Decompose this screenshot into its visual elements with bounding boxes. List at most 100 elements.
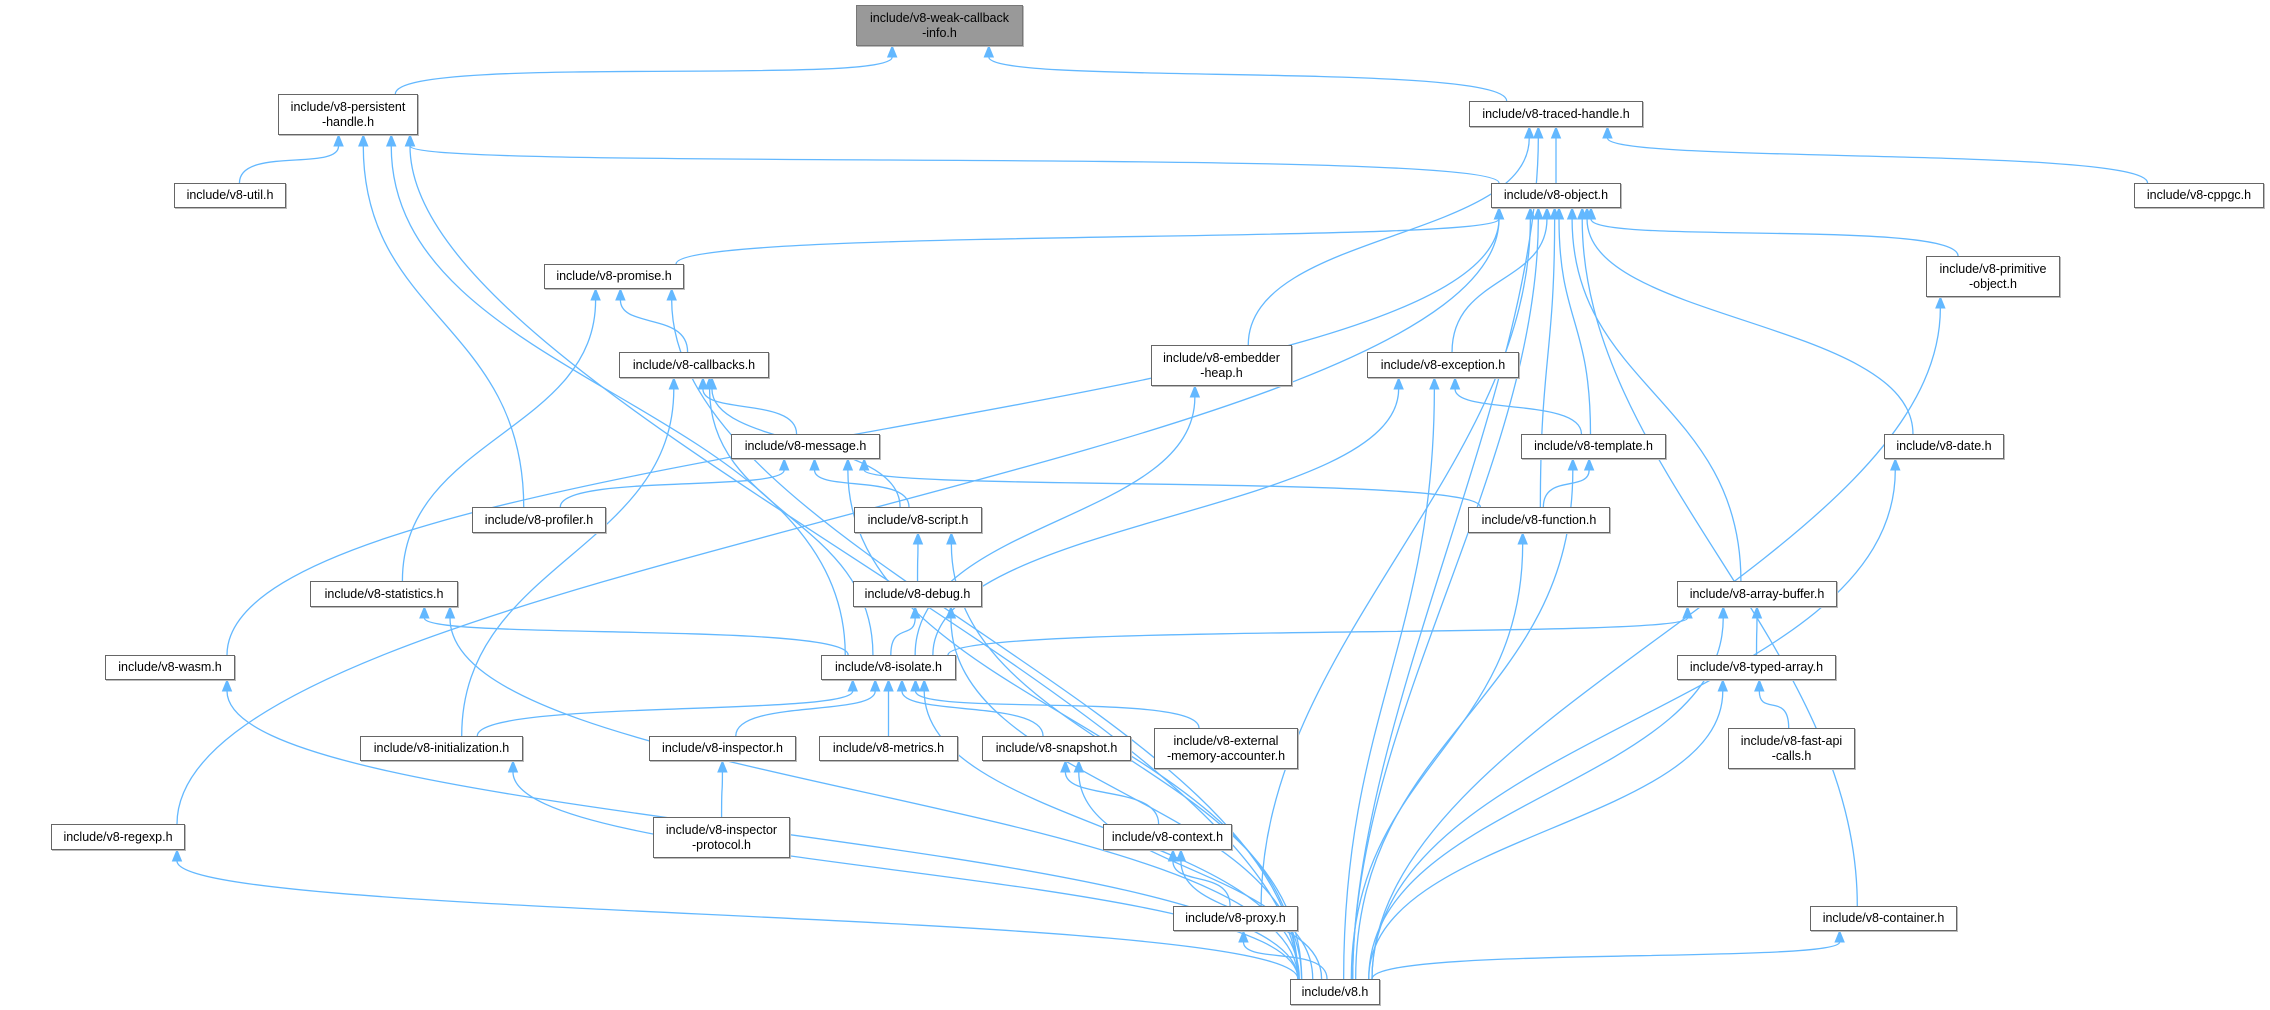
edge-v8-to-typed (1368, 690, 1724, 980)
arrowhead-icon (842, 457, 854, 471)
edge-isolate-to-exception (932, 388, 1400, 656)
edge-exception-to-object (1451, 218, 1548, 353)
node-typed[interactable]: include/v8-typed-array.h (1677, 655, 1836, 680)
edge-cppgc-to-traced (1606, 137, 2149, 184)
edge-profiler-to-persistent (362, 145, 525, 508)
edge-template-to-object (1558, 218, 1592, 435)
node-debug[interactable]: include/v8-debug.h (853, 581, 982, 607)
node-container[interactable]: include/v8-container.h (1810, 906, 1957, 931)
edge-isolate-to-arraybuffer (947, 617, 1689, 656)
node-initialization[interactable]: include/v8-initialization.h (360, 736, 523, 761)
node-protocol[interactable]: include/v8-inspector -protocol.h (653, 817, 790, 858)
node-metrics[interactable]: include/v8-metrics.h (819, 736, 958, 761)
edge-v8-to-regexp (176, 860, 1299, 980)
node-persistent[interactable]: include/v8-persistent -handle.h (278, 94, 418, 135)
node-promise[interactable]: include/v8-promise.h (544, 264, 684, 289)
arrowhead-icon (615, 287, 626, 301)
node-regexp[interactable]: include/v8-regexp.h (51, 824, 185, 850)
node-function[interactable]: include/v8-function.h (1468, 507, 1610, 533)
arrowhead-icon (1717, 678, 1729, 692)
edge-isolate-to-statistics (423, 617, 849, 656)
arrowhead-icon (1567, 457, 1579, 471)
arrowhead-icon (1533, 125, 1544, 139)
edge-arraybuffer-to-object (1571, 218, 1742, 582)
edge-message-to-callbacks (702, 388, 798, 435)
node-snapshot[interactable]: include/v8-snapshot.h (982, 736, 1131, 761)
edge-primitive-to-object (1590, 218, 1959, 257)
edge-v8-to-arraybuffer (1368, 617, 1724, 980)
arrowhead-icon (858, 457, 870, 471)
arrowhead-icon (419, 605, 430, 619)
arrowhead-icon (1533, 206, 1544, 220)
arrowhead-icon (896, 678, 908, 692)
arrowhead-icon (809, 457, 820, 471)
edge-v8-to-primitive (1371, 307, 1942, 980)
node-context[interactable]: include/v8-context.h (1103, 824, 1232, 850)
edge-v8-to-message (847, 469, 1299, 980)
arrowhead-icon (1167, 848, 1179, 862)
arrowhead-icon (1429, 376, 1440, 390)
edge-date-to-object (1586, 218, 1914, 435)
arrowhead-icon (1682, 605, 1693, 619)
arrowhead-icon (1238, 929, 1249, 943)
edge-external-to-isolate (914, 690, 1200, 729)
edge-traced-to-weak (988, 56, 1508, 102)
arrowhead-icon (1602, 125, 1613, 139)
node-script[interactable]: include/v8-script.h (854, 507, 982, 533)
arrowhead-icon (847, 678, 858, 692)
edge-isolate-to-persistent (390, 145, 846, 656)
node-statistics[interactable]: include/v8-statistics.h (310, 581, 458, 607)
node-util[interactable]: include/v8-util.h (174, 183, 286, 208)
arrowhead-icon (909, 605, 921, 619)
edge-statistics-to-promise (401, 299, 597, 582)
node-arraybuffer[interactable]: include/v8-array-buffer.h (1677, 581, 1837, 607)
node-isolate[interactable]: include/v8-isolate.h (821, 655, 956, 680)
node-profiler[interactable]: include/v8-profiler.h (472, 507, 606, 533)
node-traced[interactable]: include/v8-traced-handle.h (1469, 101, 1643, 127)
arrowhead-icon (918, 678, 930, 692)
edge-v8-to-proxy (1242, 941, 1328, 980)
node-external[interactable]: include/v8-external -memory-accounter.h (1154, 728, 1298, 769)
edge-persistent-to-weak (394, 56, 893, 95)
node-wasm[interactable]: include/v8-wasm.h (105, 655, 235, 680)
arrowhead-icon (1717, 605, 1729, 619)
node-weak[interactable]: include/v8-weak-callback -info.h (856, 5, 1023, 46)
edge-fastapi-to-typed (1758, 690, 1790, 729)
node-v8[interactable]: include/v8.h (1290, 979, 1380, 1005)
arrowhead-icon (385, 133, 397, 147)
edge-script-to-message (813, 469, 910, 508)
node-embedder[interactable]: include/v8-embedder -heap.h (1151, 345, 1292, 386)
arrowhead-icon (507, 759, 519, 773)
arrowhead-icon (1393, 376, 1404, 390)
node-object[interactable]: include/v8-object.h (1491, 183, 1621, 208)
arrowhead-icon (1523, 125, 1535, 139)
node-inspector[interactable]: include/v8-inspector.h (649, 736, 796, 761)
arrowhead-icon (1073, 759, 1085, 773)
node-template[interactable]: include/v8-template.h (1521, 434, 1666, 459)
node-primitive[interactable]: include/v8-primitive -object.h (1926, 256, 2060, 297)
edge-v8-to-date (1371, 469, 1896, 980)
arrowhead-icon (171, 848, 183, 862)
edge-protocol-to-inspector (720, 771, 724, 818)
node-date[interactable]: include/v8-date.h (1884, 434, 2004, 459)
arrowhead-icon (1189, 384, 1201, 398)
arrowhead-icon (333, 133, 344, 147)
node-cppgc[interactable]: include/v8-cppgc.h (2134, 183, 2264, 208)
arrowhead-icon (1553, 206, 1565, 220)
edge-object-to-persistent (409, 145, 1500, 184)
arrowhead-icon (1175, 848, 1187, 862)
arrowhead-icon (1890, 457, 1901, 471)
node-fastapi[interactable]: include/v8-fast-api -calls.h (1728, 728, 1855, 769)
node-proxy[interactable]: include/v8-proxy.h (1173, 906, 1298, 931)
edge-proxy-to-context (1172, 860, 1231, 907)
node-exception[interactable]: include/v8-exception.h (1367, 352, 1519, 378)
arrowhead-icon (946, 531, 957, 545)
edge-snapshot-to-isolate (901, 690, 1044, 737)
arrowhead-icon (1525, 206, 1536, 220)
node-message[interactable]: include/v8-message.h (731, 434, 880, 459)
edge-regexp-to-object (176, 218, 1500, 825)
arrowhead-icon (404, 133, 416, 147)
node-callbacks[interactable]: include/v8-callbacks.h (619, 352, 769, 378)
edge-embedder-to-traced (1247, 137, 1530, 346)
